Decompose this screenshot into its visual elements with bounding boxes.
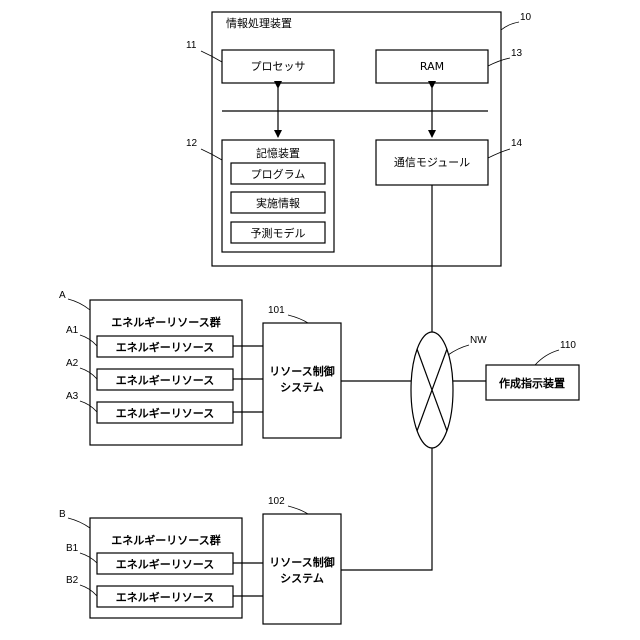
storage-item-prediction-model: 予測モデル [251,226,306,240]
control-system-101-line1: リソース制御 [269,364,334,378]
control-system-102-leader [288,506,308,514]
storage-ref: 12 [186,138,198,149]
resource-b2-ref: B2 [66,575,79,586]
control-system-101-line2: システム [280,381,324,394]
storage-item-implementation-info: 実施情報 [256,196,300,210]
resource-a2-label: エネルギーリソース [116,373,214,387]
network-ref: NW [470,335,487,346]
energy-resource-group-a: A エネルギーリソース群 エネルギーリソース A1 エネルギーリソース A2 エ… [59,290,341,445]
info-device-ref: 10 [520,12,532,23]
group-a-leader [68,299,90,310]
control-system-101-leader [288,315,308,323]
group-b-title: エネルギーリソース群 [111,533,220,547]
processor-label: プロセッサ [251,60,306,73]
creation-device-ref: 110 [560,340,576,351]
resource-b1-ref: B1 [66,543,79,554]
creation-instruction-device: 作成指示装置 110 [486,340,579,400]
network-leader [448,345,469,355]
resource-b1-label: エネルギーリソース [116,557,214,571]
control-system-102-box [263,514,341,624]
resource-a1-label: エネルギーリソース [116,340,214,354]
control-system-102-line2: システム [280,572,324,585]
info-processing-device: 情報処理装置 10 プロセッサ 11 RAM 13 記憶装置 12 プログラム … [186,12,532,266]
ram-ref: 13 [511,48,523,59]
creation-device-label: 作成指示装置 [499,376,565,390]
resource-a3-label: エネルギーリソース [116,406,214,420]
energy-resource-group-b: B エネルギーリソース群 エネルギーリソース B1 エネルギーリソース B2 リ… [59,496,341,624]
resource-a3-ref: A3 [66,391,79,402]
group-b-leader [68,518,90,528]
resource-a2-ref: A2 [66,358,79,369]
group-a-title: エネルギーリソース群 [111,315,220,329]
storage-item-program: プログラム [251,167,306,181]
group-b-ref: B [59,509,66,520]
processor-ref: 11 [186,40,197,51]
info-device-title: 情報処理装置 [226,17,292,30]
resource-a1-ref: A1 [66,325,79,336]
resource-b2-label: エネルギーリソース [116,590,214,604]
group-a-ref: A [59,290,66,301]
info-device-leader [501,22,519,30]
storage-label: 記憶装置 [256,146,300,160]
ram-label: RAM [420,60,444,73]
control-system-102-ref: 102 [268,496,285,507]
comm-module-label: 通信モジュール [394,156,470,169]
control-system-101-ref: 101 [268,305,285,316]
network-to-control-102-line [341,448,432,570]
control-system-102-line1: リソース制御 [269,555,334,569]
creation-device-leader [535,350,559,365]
comm-module-ref: 14 [511,138,523,149]
